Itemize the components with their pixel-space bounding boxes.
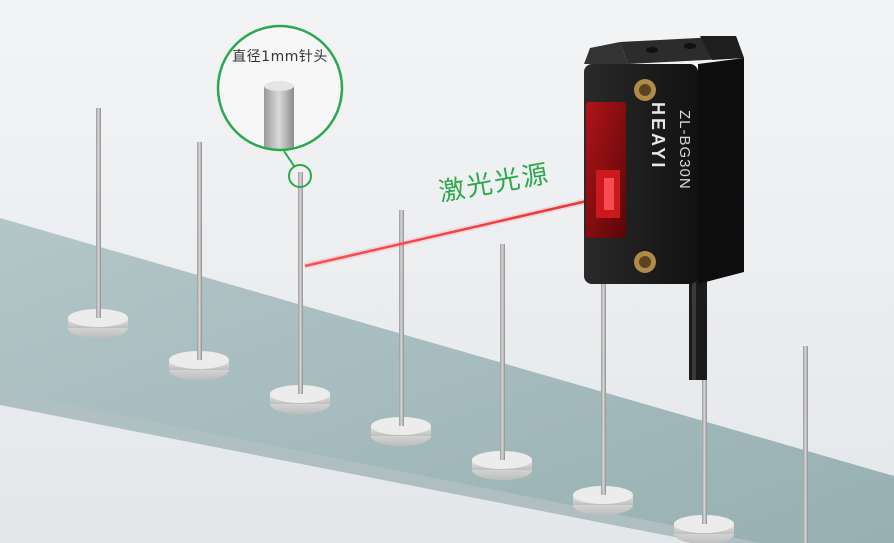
pin-row bbox=[68, 108, 808, 543]
pin-4 bbox=[371, 210, 431, 446]
sensor-body bbox=[584, 36, 744, 284]
pin-1 bbox=[68, 108, 128, 338]
pin-8 bbox=[803, 346, 808, 543]
pin-3 bbox=[270, 172, 330, 414]
pin-6 bbox=[573, 278, 633, 515]
pin-5 bbox=[472, 244, 532, 480]
pin-7 bbox=[674, 312, 734, 543]
pin-tip-marker bbox=[288, 164, 312, 188]
laser-beam bbox=[304, 196, 601, 268]
sensor-model-label: ZL-BG30N bbox=[676, 110, 693, 190]
zoom-callout-label: 直径1mm针头 bbox=[232, 49, 328, 65]
conveyor-belt bbox=[0, 218, 894, 543]
zoom-callout bbox=[216, 24, 344, 152]
sensor-brand-label: HEAYI bbox=[648, 102, 668, 171]
pin-2 bbox=[169, 142, 229, 380]
